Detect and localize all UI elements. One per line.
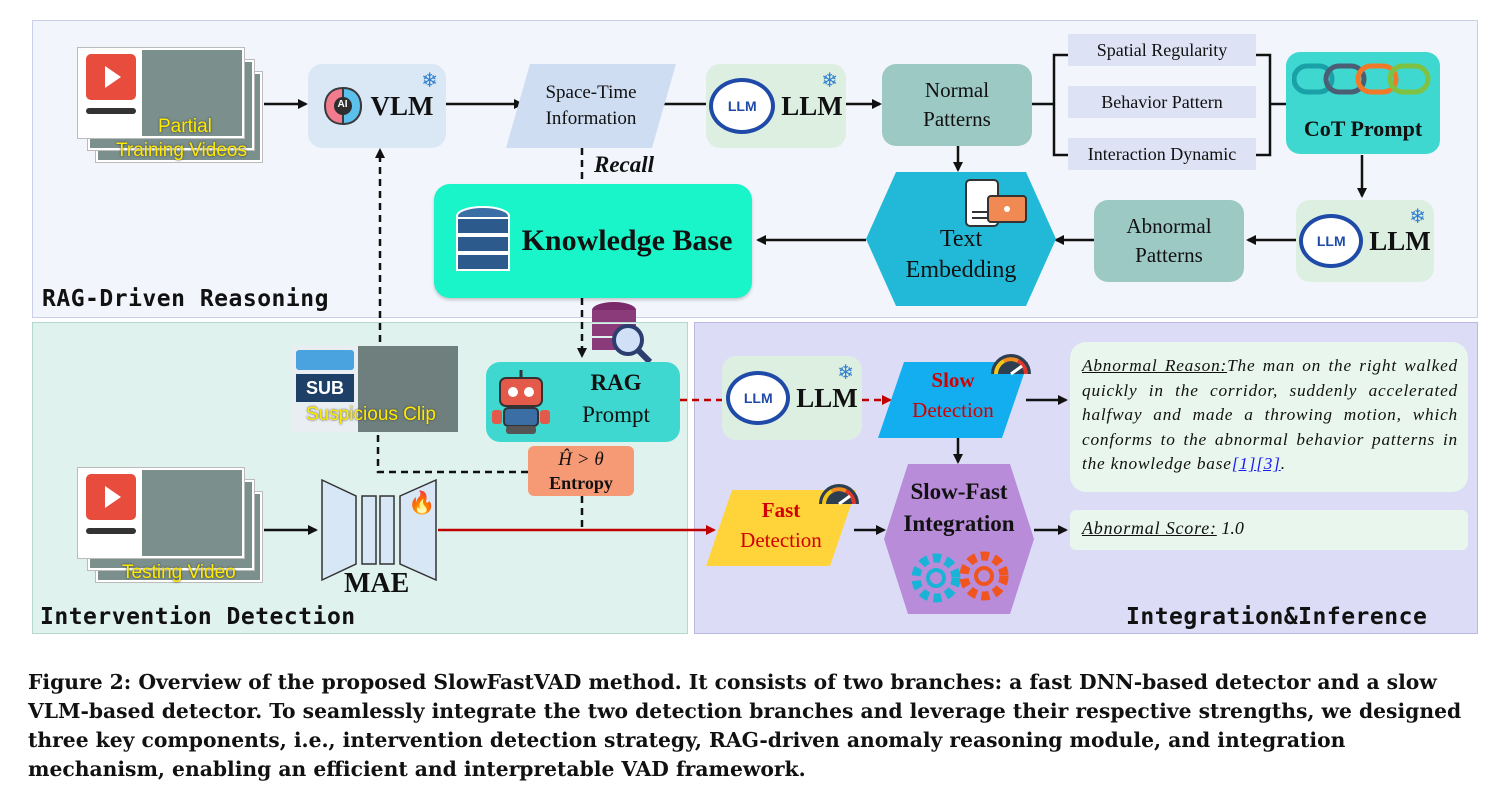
mae-label: MAE — [344, 568, 410, 599]
partial-label-1: Partial — [158, 116, 212, 137]
rag-prompt-line2: Prompt — [582, 402, 650, 427]
space-time-line1: Space-Time — [545, 82, 637, 103]
abnormal-patterns-node: Abnormal Patterns — [1094, 200, 1244, 282]
llm-label-bottom: LLM — [796, 382, 858, 413]
play-icon — [86, 474, 136, 520]
snowflake-icon: ❄ — [837, 362, 854, 384]
entropy-label: Entropy — [549, 473, 613, 493]
space-time-node: Space-Time Information — [506, 64, 676, 148]
intervention-panel-title: Intervention Detection — [40, 604, 356, 630]
abnormal-score-label: Abnormal Score: — [1082, 518, 1217, 538]
vlm-label: VLM — [370, 90, 434, 121]
abnormal-reason-box: Abnormal Reason:The man on the right wal… — [1070, 342, 1468, 492]
llm-node-bottom: LLM LLM ❄ — [722, 356, 862, 440]
database-icon — [455, 206, 510, 271]
rag-prompt-line1: RAG — [590, 370, 642, 395]
fast-detection-node: Fast Detection — [706, 490, 856, 566]
progress-icon — [86, 528, 136, 534]
abnormal-line2: Patterns — [1135, 243, 1203, 267]
gauge-slow-icon — [991, 354, 1031, 376]
sfi-line2: Integration — [903, 511, 1015, 536]
llm-logo-icon: LLM — [709, 78, 776, 134]
llm-logo-icon: LLM — [1299, 214, 1364, 268]
robot-icon — [492, 370, 550, 434]
fast-line2: Detection — [740, 528, 822, 552]
reference-link-1[interactable]: [1] — [1231, 454, 1257, 473]
knowledge-base-node: Knowledge Base — [434, 184, 752, 298]
slow-line1: Slow — [931, 368, 975, 392]
text-embedding-line1: Text — [939, 226, 983, 252]
clip-chevrons-icon — [296, 350, 354, 370]
brain-ai-icon: AI — [321, 84, 365, 128]
gauge-fast-icon — [819, 484, 859, 506]
abnormal-line1: Abnormal — [1126, 214, 1212, 238]
database-search-icon — [592, 302, 653, 365]
llm-node-right: LLM LLM ❄ — [1296, 200, 1434, 282]
snowflake-icon: ❄ — [1409, 206, 1426, 228]
llm-node-top: LLM LLM ❄ — [706, 64, 846, 148]
snowflake-icon: ❄ — [821, 70, 838, 92]
llm-label-top: LLM — [781, 90, 843, 121]
cot-label: CoT Prompt — [1303, 116, 1423, 141]
integration-panel-title: Integration&Inference — [1126, 604, 1428, 630]
abnormal-reason-label: Abnormal Reason: — [1082, 356, 1228, 375]
progress-icon — [86, 108, 136, 114]
normal-patterns-node: Normal Patterns — [882, 64, 1032, 146]
entropy-formula: Ĥ > θ — [558, 449, 604, 470]
rag-panel-title: RAG-Driven Reasoning — [42, 286, 329, 312]
ai-chip-label: AI — [337, 99, 348, 110]
knowledge-base-label: Knowledge Base — [521, 224, 733, 257]
slow-fast-integration-node: Slow-Fast Integration — [884, 464, 1034, 614]
testing-video-label: Testing Video — [122, 562, 236, 583]
fire-icon: 🔥 — [408, 490, 436, 515]
llm-logo-icon: LLM — [726, 371, 791, 425]
sub-badge: SUB — [296, 374, 354, 402]
mae-node: 🔥 — [318, 478, 440, 582]
mae-encoder-decoder-icon — [321, 478, 437, 582]
slow-detection-node: Slow Detection — [878, 362, 1028, 438]
gears-icon — [911, 551, 1009, 603]
space-time-line2: Information — [545, 108, 637, 129]
sfi-line1: Slow-Fast — [910, 479, 1008, 504]
play-icon — [86, 54, 136, 100]
vlm-node: AI VLM ❄ — [308, 64, 446, 148]
llm-label-right: LLM — [1369, 225, 1431, 256]
video-frame-front — [78, 48, 244, 138]
document-network-icon — [965, 179, 1027, 227]
slow-line2: Detection — [912, 398, 994, 422]
snowflake-icon: ❄ — [421, 70, 438, 92]
abnormal-reason-end: . — [1280, 454, 1286, 473]
recall-label: Recall — [594, 152, 655, 177]
abnormal-score-box: Abnormal Score: 1.0 — [1070, 510, 1468, 550]
pattern-interaction: Interaction Dynamic — [1068, 138, 1256, 170]
abnormal-score-value: 1.0 — [1216, 518, 1244, 538]
partial-label-2: Training Videos — [116, 140, 247, 161]
text-embedding-line2: Embedding — [905, 257, 1017, 283]
suspicious-label: Suspicious Clip — [306, 404, 436, 425]
fast-line1: Fast — [761, 498, 801, 522]
text-embedding-node: Text Embedding — [866, 172, 1056, 306]
test-frame-front — [78, 468, 244, 558]
reference-link-3[interactable]: [3] — [1256, 454, 1281, 473]
pattern-spatial: Spatial Regularity — [1068, 34, 1256, 66]
chain-icon — [1292, 63, 1431, 95]
cot-prompt-node: CoT Prompt — [1286, 52, 1440, 154]
normal-line2: Patterns — [923, 107, 991, 131]
figure-caption: Figure 2: Overview of the proposed SlowF… — [28, 670, 1462, 781]
rag-prompt-node: RAG Prompt — [486, 362, 680, 442]
abnormal-reason-text: The man on the right walked quickly in t… — [1082, 356, 1458, 473]
pattern-behavior: Behavior Pattern — [1068, 86, 1256, 118]
normal-line1: Normal — [924, 78, 990, 102]
entropy-node: Ĥ > θ Entropy — [528, 446, 634, 496]
suspicious-clip-frame: SUB — [292, 346, 458, 432]
